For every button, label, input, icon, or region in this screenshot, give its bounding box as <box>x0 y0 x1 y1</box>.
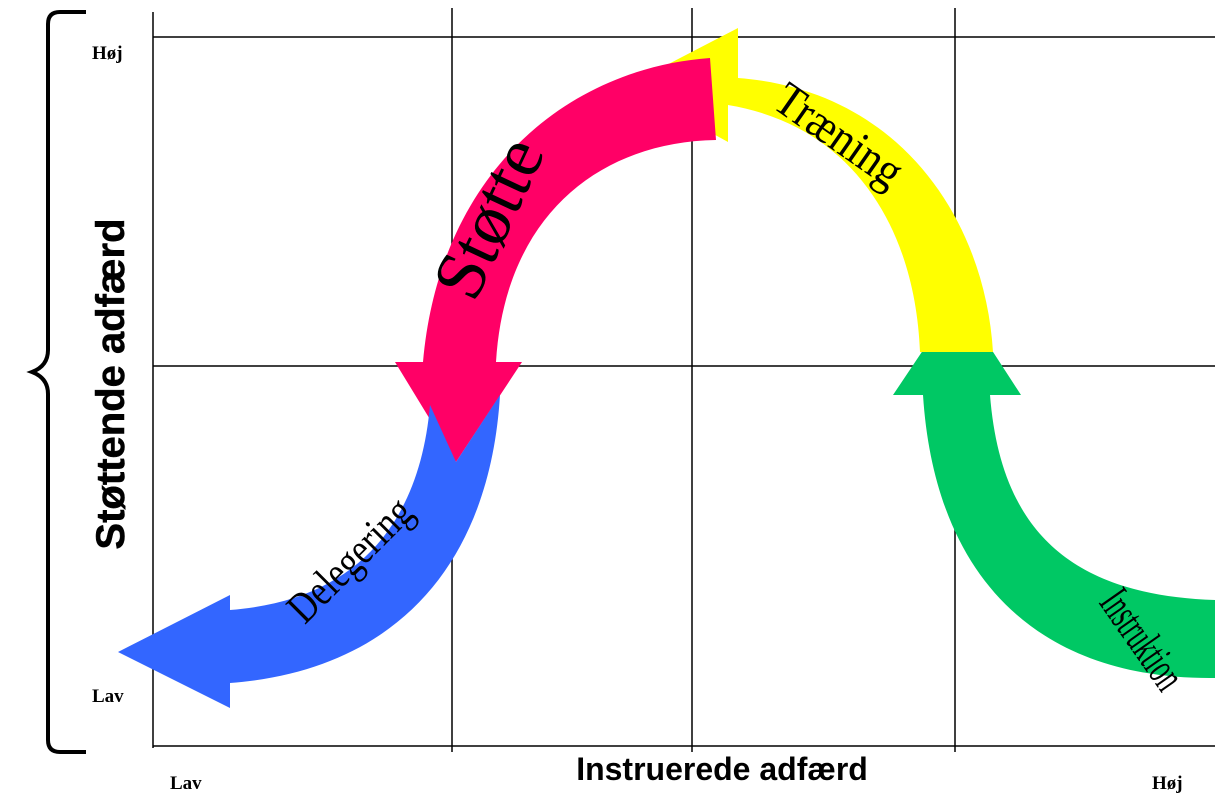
x-axis-title: Instruerede adfærd <box>576 751 868 787</box>
y-axis-title: Støttende adfærd <box>89 218 133 549</box>
x-axis-high-label: Høj <box>1152 773 1183 794</box>
traening-arrow <box>626 28 993 352</box>
x-axis-low-label: Lav <box>170 773 202 794</box>
delegering-arrow <box>118 395 500 708</box>
y-axis-high-label: Høj <box>92 43 123 64</box>
instruktion-arrow <box>893 298 1215 679</box>
stoette-arrow <box>395 58 716 462</box>
traening-label: Træning <box>765 71 914 198</box>
y-axis-low-label: Lav <box>92 686 124 707</box>
y-axis-brace <box>26 10 86 754</box>
